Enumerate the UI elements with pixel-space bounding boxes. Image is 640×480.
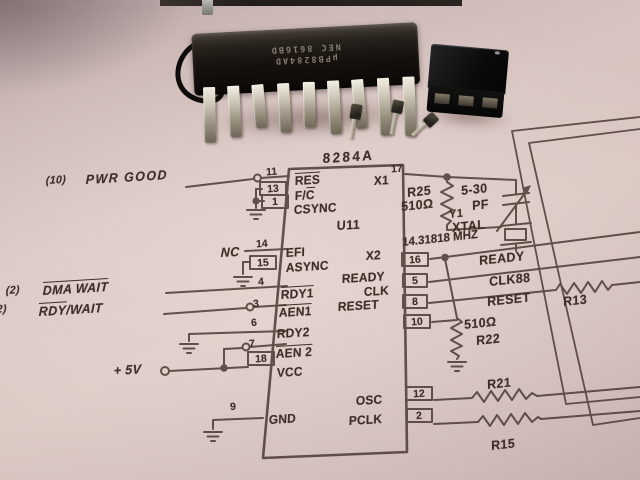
dip-pin bbox=[277, 82, 292, 134]
oscillator-slot bbox=[458, 95, 474, 107]
pin-num-4: 4 bbox=[257, 275, 265, 289]
capacitor-lead bbox=[389, 112, 398, 136]
pin-label-aen2: AEN 2 bbox=[275, 343, 313, 362]
plus5v-label: + 5V bbox=[113, 361, 142, 379]
pin-num-5: 5 bbox=[411, 274, 419, 288]
pin-num-8: 8 bbox=[411, 295, 419, 309]
pin-label-osc: OSC bbox=[355, 392, 383, 409]
pin-label-gnd: GND bbox=[268, 411, 297, 428]
dip-pin bbox=[203, 87, 217, 144]
pin-num-12: 12 bbox=[412, 387, 426, 401]
capacitor-head bbox=[348, 103, 363, 120]
capacitor-lead bbox=[349, 118, 357, 140]
res-text: RES bbox=[294, 171, 321, 189]
oscillator-slot bbox=[482, 97, 498, 109]
pin-num-16: 16 bbox=[408, 253, 422, 267]
pin-num-11: 11 bbox=[265, 165, 278, 179]
table-edge-strip bbox=[160, 0, 462, 6]
oscillator-slot bbox=[434, 93, 451, 105]
aen1-text: AEN1 bbox=[278, 302, 312, 321]
trimmer-unit: PF bbox=[472, 196, 489, 214]
pin-label-csync: CSYNC bbox=[293, 200, 337, 218]
dip-pin bbox=[251, 84, 268, 129]
pin-label-vcc: VCC bbox=[276, 364, 303, 381]
aen2-text: AEN 2 bbox=[275, 343, 313, 362]
pin-num-7: 7 bbox=[248, 337, 256, 351]
pin-num-15: 15 bbox=[256, 256, 270, 270]
ref-2b-label: (2) bbox=[0, 303, 8, 317]
dip-pin bbox=[326, 80, 342, 135]
pin-num-17: 17 bbox=[390, 162, 404, 176]
ic-marking: µPB8284AD NEC 8616BD bbox=[192, 36, 419, 70]
crystal-oscillator-photo bbox=[420, 43, 514, 132]
pin-label-efi: EFI bbox=[285, 244, 306, 261]
pin-num-6: 6 bbox=[250, 316, 258, 330]
pin-label-pclk: PCLK bbox=[348, 411, 383, 429]
pin-label-rdy1: RDY1 bbox=[280, 284, 314, 303]
pin-num-18: 18 bbox=[254, 352, 268, 366]
black-wire-lead bbox=[175, 41, 225, 104]
chip-title: 8284A bbox=[322, 146, 375, 167]
stray-pin-glint bbox=[202, 0, 213, 15]
pin-num-9: 9 bbox=[229, 400, 237, 414]
dip-pin bbox=[227, 85, 242, 139]
r15-label: R15 bbox=[491, 435, 516, 454]
pin-num-3: 3 bbox=[252, 297, 260, 311]
pin-num-10: 10 bbox=[410, 315, 424, 329]
pin-num-2: 2 bbox=[415, 409, 423, 423]
rdy-wait-overlined: RDY bbox=[38, 301, 67, 320]
chip-refdes: U11 bbox=[336, 216, 361, 234]
pin-num-1: 1 bbox=[271, 195, 279, 209]
ref-10-label: (10) bbox=[45, 173, 67, 188]
pin-num-14: 14 bbox=[255, 237, 269, 251]
capacitor-head bbox=[390, 99, 404, 115]
pin-label-rdy2: RDY2 bbox=[276, 324, 310, 342]
fc-f: F/ bbox=[294, 188, 307, 204]
pin-label-async: ASYNC bbox=[285, 258, 329, 276]
dip-pins bbox=[202, 76, 417, 149]
r22-label: R22 bbox=[476, 330, 501, 349]
ref-2a-label: (2) bbox=[5, 284, 21, 298]
pin-label-fc: F/C bbox=[294, 186, 315, 204]
r21-label: R21 bbox=[487, 374, 512, 393]
oscillator-glint bbox=[494, 51, 500, 55]
pin-label-x1: X1 bbox=[373, 173, 390, 189]
pin-label-x2: X2 bbox=[365, 248, 382, 264]
trimmer-value: 5-30 bbox=[461, 180, 488, 199]
nc-label: NC bbox=[220, 243, 240, 261]
pin-num-13: 13 bbox=[266, 182, 280, 196]
rdy-wait-rest: /WAIT bbox=[66, 300, 103, 318]
r13-label: R13 bbox=[563, 291, 588, 310]
pin-label-res: RES bbox=[294, 171, 321, 189]
pin-label-aen1: AEN1 bbox=[278, 302, 312, 321]
fc-c-overlined: C bbox=[305, 186, 315, 203]
rdy1-text: RDY1 bbox=[280, 284, 314, 303]
chip-outline bbox=[261, 163, 409, 460]
dip-pin bbox=[302, 81, 316, 129]
pin-label-reset: RESET bbox=[337, 297, 379, 315]
